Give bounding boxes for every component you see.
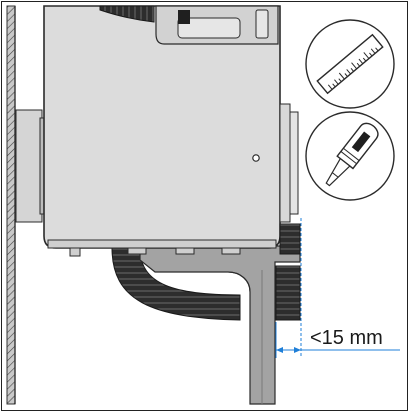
dimension-marker	[275, 218, 400, 358]
dimension-label: <15 mm	[310, 327, 383, 349]
ruler-icon	[305, 19, 395, 109]
utility-knife-icon	[305, 111, 395, 201]
right-duct	[275, 223, 301, 321]
support-bracket	[139, 245, 301, 405]
unit-housing	[43, 5, 281, 257]
side-collar	[279, 103, 299, 223]
flexible-duct	[111, 247, 241, 321]
top-duct	[99, 5, 155, 23]
wall	[6, 5, 16, 405]
